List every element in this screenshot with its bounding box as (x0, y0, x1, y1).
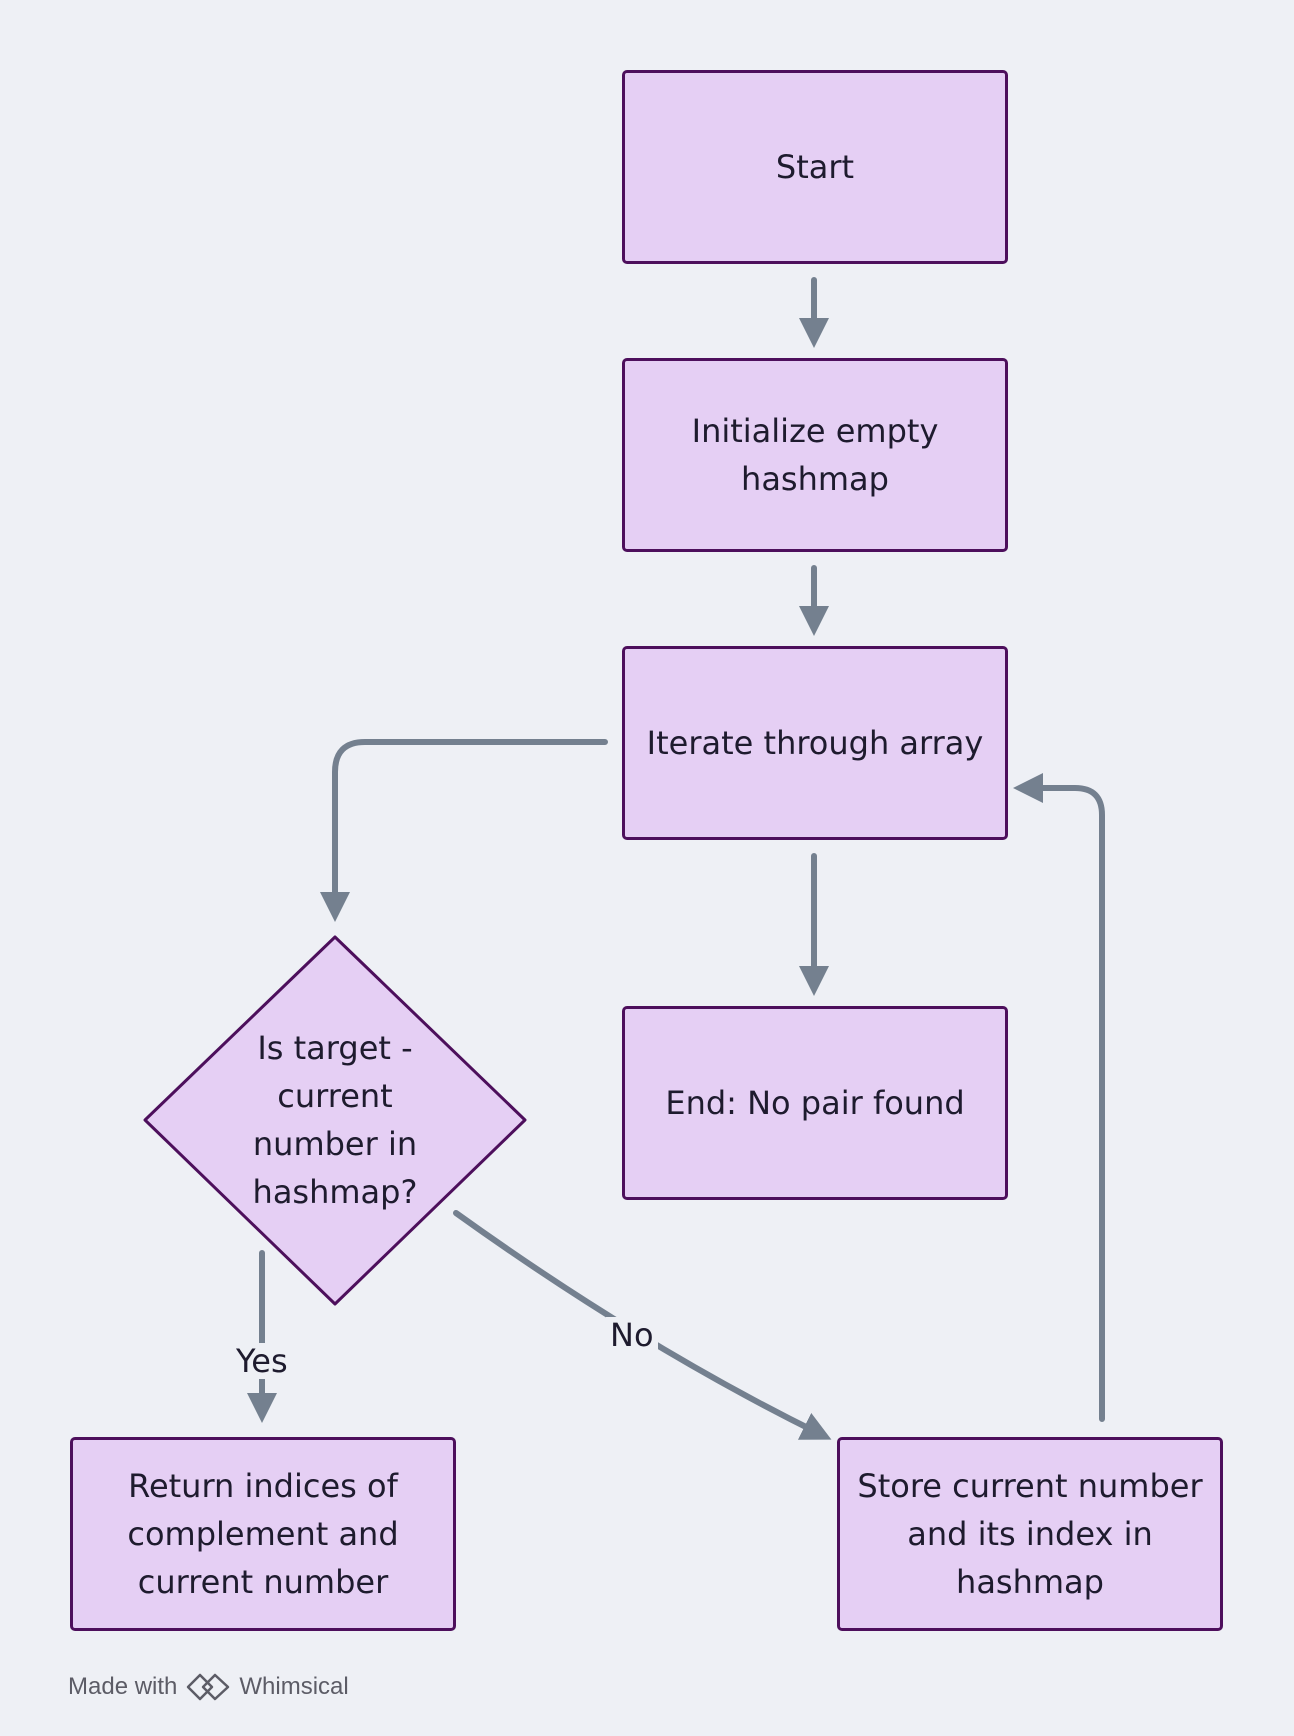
store-number-node: Store current number and its index in ha… (837, 1437, 1223, 1631)
start-node: Start (622, 70, 1008, 264)
initialize-hashmap-node: Initialize empty hashmap (622, 358, 1008, 552)
made-with-text: Made with (68, 1673, 178, 1700)
store-number-label: Store current number and its index in ha… (857, 1467, 1203, 1601)
yes-edge-label: Yes (232, 1343, 292, 1379)
whimsical-logo-icon (187, 1673, 230, 1701)
made-with-footer[interactable]: Made with Whimsical (68, 1670, 349, 1704)
end-no-pair-node: End: No pair found (622, 1006, 1008, 1200)
decision-node: Is target - current number in hashmap? (230, 1005, 440, 1235)
return-indices-node: Return indices of complement and current… (70, 1437, 456, 1631)
iterate-array-label: Iterate through array (646, 724, 984, 762)
arrow-store-to-iterate (1013, 773, 1105, 1422)
start-label: Start (775, 148, 855, 186)
no-edge-label: No (606, 1317, 658, 1353)
return-indices-label: Return indices of complement and current… (127, 1467, 399, 1601)
arrow-iterate-to-decision (320, 739, 608, 922)
decision-diamond-shape (143, 935, 527, 1306)
end-no-pair-label: End: No pair found (665, 1084, 965, 1122)
initialize-hashmap-label: Initialize empty hashmap (691, 412, 939, 498)
iterate-array-node: Iterate through array (622, 646, 1008, 840)
whimsical-brand-text: Whimsical (239, 1673, 349, 1700)
decision-label: Is target - current number in hashmap? (252, 1029, 418, 1211)
